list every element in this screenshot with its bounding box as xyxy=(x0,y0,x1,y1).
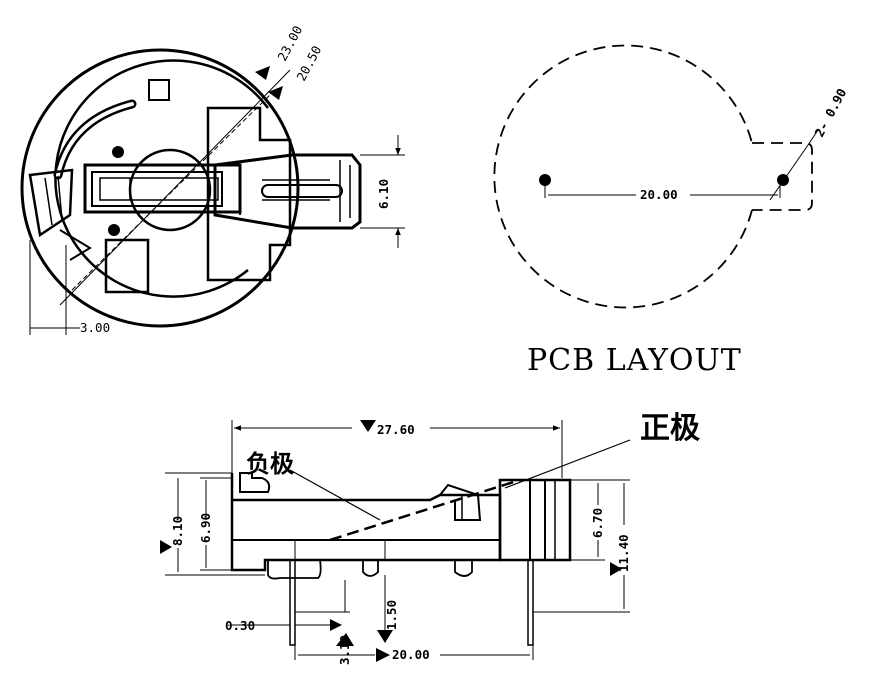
square-window-top xyxy=(148,79,170,101)
dim-offset: 3.00 xyxy=(80,320,110,335)
left-clip xyxy=(28,168,74,238)
dim-arrow-3-10 xyxy=(336,633,354,646)
label-positive: 正极 xyxy=(640,411,700,446)
dim-inner-diameter: 20.50 xyxy=(293,43,324,83)
dim-arrow-1-50 xyxy=(377,630,393,643)
top-view xyxy=(20,48,405,335)
pcb-hole-right xyxy=(777,174,789,186)
pcb-outline xyxy=(493,44,753,309)
standoff-1 xyxy=(267,559,322,580)
center-hole xyxy=(128,148,212,232)
dim-outer-diameter: 23.00 xyxy=(274,23,305,63)
pcb-layout xyxy=(493,44,819,309)
dim-arrow-0-30 xyxy=(330,619,342,631)
positive-contact xyxy=(439,483,482,521)
dim-height-total: 8.10 xyxy=(170,516,185,546)
dim-hole: 2- 0.90 xyxy=(811,86,849,140)
standoff-2 xyxy=(362,560,379,577)
pcb-hole-left xyxy=(539,174,551,186)
dim-height-body: 6.90 xyxy=(198,513,213,543)
dim-length: 27.60 xyxy=(377,422,415,437)
dim-arrow-11-40 xyxy=(610,562,622,576)
pin-dot-upper xyxy=(112,146,124,158)
holder-outer-circle xyxy=(20,48,300,328)
dim-pitch-pcb: 20.00 xyxy=(640,187,678,202)
dim-arrow-20-50 xyxy=(268,86,283,100)
dim-clip-width: 6.10 xyxy=(376,179,391,209)
dim-pin-length: 3.10 xyxy=(337,635,352,665)
dim-arrow-27-60 xyxy=(360,420,376,432)
dim-arrow-20-00-bottom xyxy=(376,648,390,662)
pin-right xyxy=(527,559,534,646)
pcb-layout-title: PCB LAYOUT xyxy=(527,343,742,378)
dim-pin-width: 0.30 xyxy=(225,618,255,633)
pin-left xyxy=(289,559,296,646)
side-body xyxy=(230,473,502,572)
right-block xyxy=(498,478,572,562)
body-outline xyxy=(206,106,292,282)
square-window-bottom xyxy=(104,238,150,294)
label-negative: 负极 xyxy=(246,450,294,478)
side-view xyxy=(165,420,631,660)
negative-hook xyxy=(239,472,271,493)
pin-dot-lower xyxy=(108,224,120,236)
dim-arrow-8-10 xyxy=(160,540,172,554)
dim-right-inner: 6.70 xyxy=(590,508,605,538)
dim-standoff: 1.50 xyxy=(384,600,399,630)
terminal-lead xyxy=(213,153,362,230)
dim-pin-pitch: 20.00 xyxy=(392,647,430,662)
dim-right-total: 11.40 xyxy=(616,534,631,572)
standoff-3 xyxy=(454,560,473,577)
dim-arrow-23 xyxy=(255,66,270,80)
